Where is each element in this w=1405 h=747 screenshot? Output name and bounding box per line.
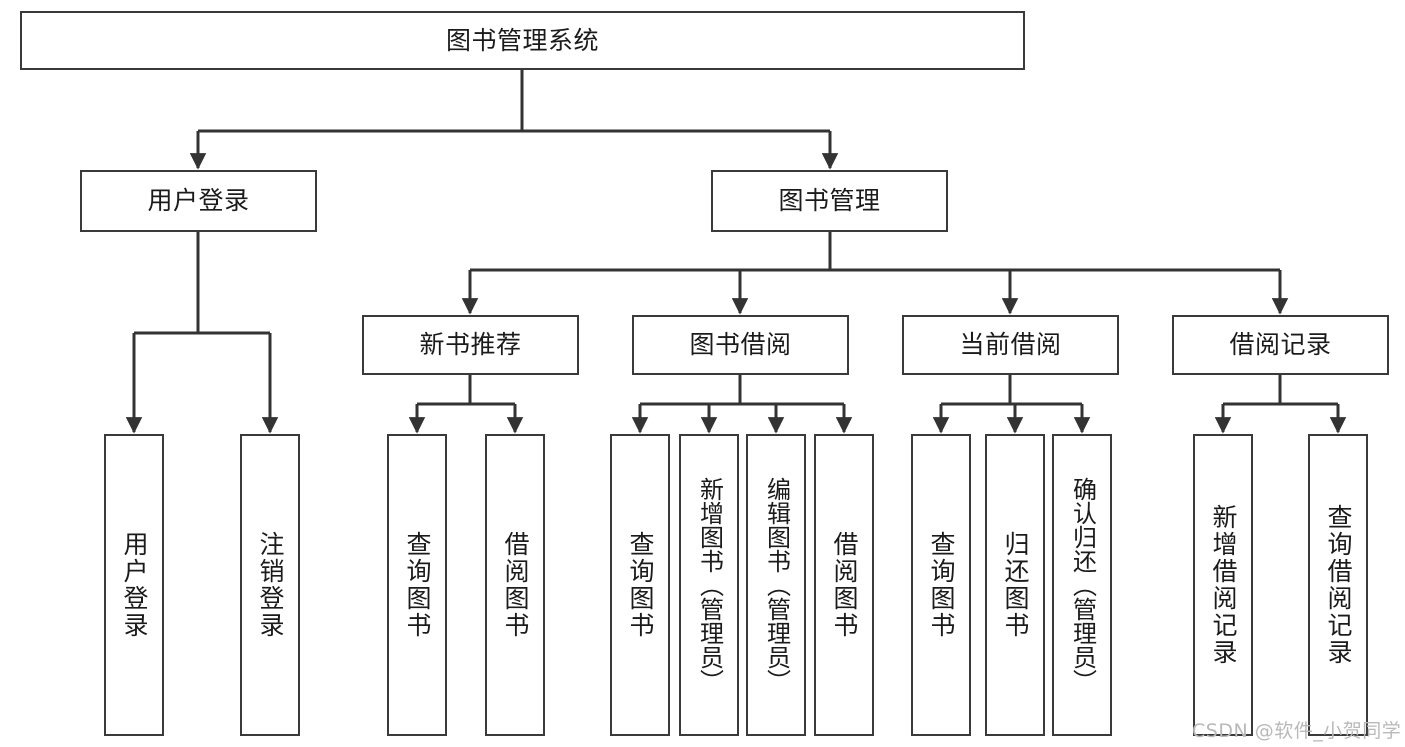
node-leaf-edit-book-admin[interactable]: 编辑图书（管理员）: [746, 434, 806, 736]
node-book-manage[interactable]: 图书管理: [711, 170, 948, 232]
node-current-borrow[interactable]: 当前借阅: [902, 315, 1119, 375]
node-leaf-query-book-current[interactable]: 查询图书: [911, 434, 971, 736]
node-leaf-add-borrow-record[interactable]: 新增借阅记录: [1193, 434, 1253, 736]
node-root[interactable]: 图书管理系统: [20, 11, 1025, 70]
node-borrow-record[interactable]: 借阅记录: [1172, 315, 1389, 375]
node-leaf-user-logout[interactable]: 注销登录: [240, 434, 300, 736]
node-leaf-borrow-book[interactable]: 借阅图书: [814, 434, 874, 736]
node-leaf-add-book-admin[interactable]: 新增图书（管理员）: [679, 434, 739, 736]
csdn-watermark: CSDN @软件_小贺同学: [1192, 720, 1402, 742]
node-leaf-confirm-return-admin[interactable]: 确认归还（管理员）: [1052, 434, 1112, 736]
node-leaf-user-login[interactable]: 用户登录: [104, 434, 164, 736]
node-leaf-query-book-borrow[interactable]: 查询图书: [610, 434, 670, 736]
node-leaf-borrow-book-recommend[interactable]: 借阅图书: [485, 434, 545, 736]
node-leaf-return-book[interactable]: 归还图书: [985, 434, 1045, 736]
node-leaf-query-borrow-record[interactable]: 查询借阅记录: [1308, 434, 1368, 736]
node-book-borrow[interactable]: 图书借阅: [632, 315, 849, 375]
node-new-book-recommend[interactable]: 新书推荐: [362, 315, 579, 375]
node-leaf-query-book-recommend[interactable]: 查询图书: [387, 434, 447, 736]
node-user-login[interactable]: 用户登录: [80, 170, 317, 232]
